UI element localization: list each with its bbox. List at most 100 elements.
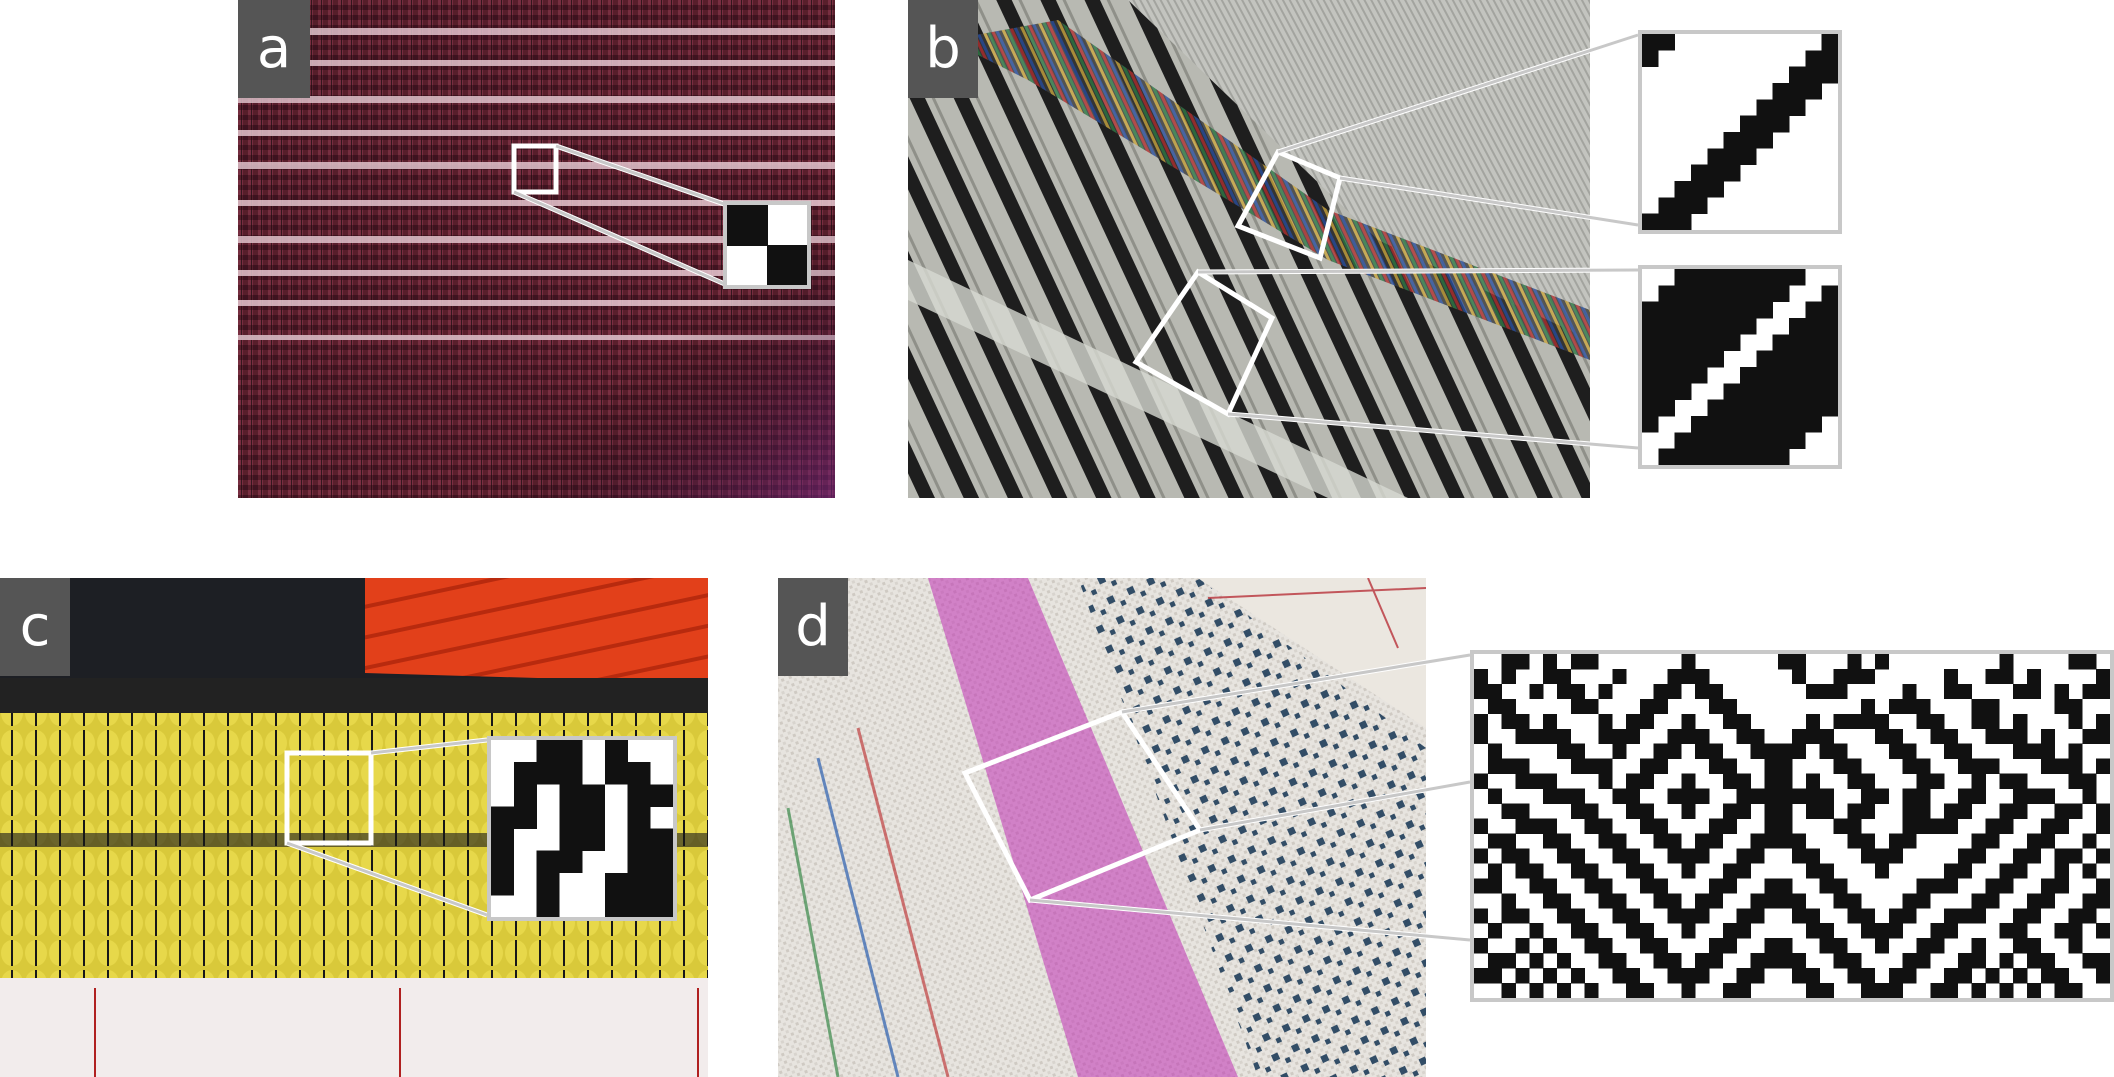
pattern-cell — [1792, 908, 1807, 924]
pattern-cell — [1819, 938, 1834, 954]
pattern-cell — [1543, 788, 1558, 804]
pattern-cell — [1805, 399, 1822, 417]
pattern-cell — [2096, 893, 2110, 909]
pattern-cell — [1691, 367, 1708, 384]
pattern-cell — [1584, 938, 1599, 954]
pattern-cell — [1695, 668, 1710, 685]
pattern-cell — [1474, 908, 1489, 924]
pattern-cell — [2027, 953, 2042, 969]
pattern-cell — [1985, 698, 2000, 715]
pattern-cell — [1556, 788, 1572, 804]
pattern-cell — [1722, 818, 1737, 834]
pattern-cell — [1847, 953, 1862, 969]
pattern-cell — [2068, 773, 2083, 789]
pattern-cell — [2082, 833, 2097, 849]
pattern-cell — [1639, 938, 1655, 954]
pattern-cell — [1709, 698, 1724, 715]
pattern-cell — [1556, 953, 1572, 969]
pattern-cell — [1847, 654, 1862, 670]
pattern-cell — [1821, 34, 1838, 51]
pattern-cell — [1736, 788, 1751, 804]
pattern-cell — [1570, 968, 1585, 984]
pattern-cell — [1639, 758, 1655, 774]
pattern-cell — [1543, 968, 1558, 984]
pattern-cell — [1916, 893, 1931, 909]
pattern-cell — [1819, 803, 1834, 819]
pattern-cell — [1598, 713, 1613, 730]
pattern-cell — [1971, 893, 1986, 909]
pattern-cell — [1556, 908, 1572, 924]
pattern-cell — [1957, 968, 1973, 984]
pattern-cell — [1626, 713, 1641, 730]
pattern-cell — [1681, 728, 1696, 745]
pattern-cell — [1819, 743, 1834, 759]
pattern-cell — [1653, 818, 1668, 834]
pattern-cell — [1789, 83, 1806, 100]
pattern-cell — [1658, 197, 1675, 214]
pattern-cell — [1639, 878, 1655, 894]
pattern-cell — [2068, 983, 2083, 998]
pattern-cell — [1584, 878, 1599, 894]
pattern-cell — [1833, 938, 1848, 954]
pattern-cell — [1653, 683, 1668, 700]
pattern-cell — [1612, 953, 1627, 969]
pattern-cell — [627, 762, 651, 785]
pattern-cell — [1501, 713, 1516, 730]
pattern-cell — [1971, 758, 1986, 774]
pattern-cell — [2027, 848, 2042, 864]
pattern-cell — [1764, 758, 1779, 774]
pattern-cell — [1691, 285, 1708, 302]
pattern-cell — [1642, 213, 1659, 230]
pattern-cell — [1750, 968, 1765, 984]
pattern-cell — [1723, 383, 1741, 400]
pattern-cell — [1778, 878, 1793, 894]
pattern-cell — [2096, 878, 2110, 894]
pattern-cell — [1736, 803, 1751, 819]
pattern-cell — [1674, 383, 1692, 400]
pattern-cell — [1805, 50, 1822, 67]
pattern-cell — [2054, 758, 2069, 774]
pattern-cell — [536, 850, 560, 874]
pattern-cell — [1736, 863, 1751, 879]
pattern-cell — [1639, 698, 1655, 715]
pattern-cell — [1944, 968, 1959, 984]
pattern-cell — [1695, 953, 1710, 969]
pattern-cell — [1626, 848, 1641, 864]
pattern-cell — [1722, 758, 1737, 774]
pattern-cell — [1691, 334, 1708, 351]
pattern-cell — [1764, 743, 1779, 759]
pattern-cell — [491, 806, 515, 829]
pattern-cell — [1916, 773, 1931, 789]
pattern-cell — [1570, 803, 1585, 819]
pattern-cell — [2068, 803, 2083, 819]
pattern-cell — [1529, 983, 1544, 998]
pattern-cell — [1543, 654, 1558, 670]
pattern-cell — [1833, 953, 1848, 969]
pattern-cell — [1740, 115, 1757, 133]
pattern-cell — [1750, 728, 1765, 745]
pattern-cell — [1529, 773, 1544, 789]
pattern-cell — [1691, 416, 1708, 433]
pattern-cell — [1985, 728, 2000, 745]
pattern-cell — [1916, 713, 1931, 730]
pattern-cell — [1570, 788, 1585, 804]
pattern-cell — [536, 872, 560, 896]
pattern-cell — [1598, 758, 1613, 774]
pattern-cell — [604, 740, 628, 763]
pattern-cell — [1740, 318, 1757, 335]
pattern-cell — [1819, 728, 1834, 745]
pattern-cell — [1902, 683, 1917, 700]
pattern-cell — [1674, 367, 1692, 384]
pattern-cell — [1847, 773, 1862, 789]
pattern-cell — [1756, 285, 1773, 302]
pattern-cell — [2013, 908, 2028, 924]
pattern-cell — [1709, 743, 1724, 759]
pattern-cell — [1772, 269, 1790, 286]
pattern-cell — [1681, 668, 1696, 685]
pattern-cell — [1584, 818, 1599, 834]
pattern-cell — [2054, 878, 2069, 894]
pattern-cell — [1833, 668, 1848, 685]
pattern-cell — [1861, 848, 1876, 864]
pattern-cell — [1847, 968, 1862, 984]
pattern-cell — [627, 784, 651, 807]
